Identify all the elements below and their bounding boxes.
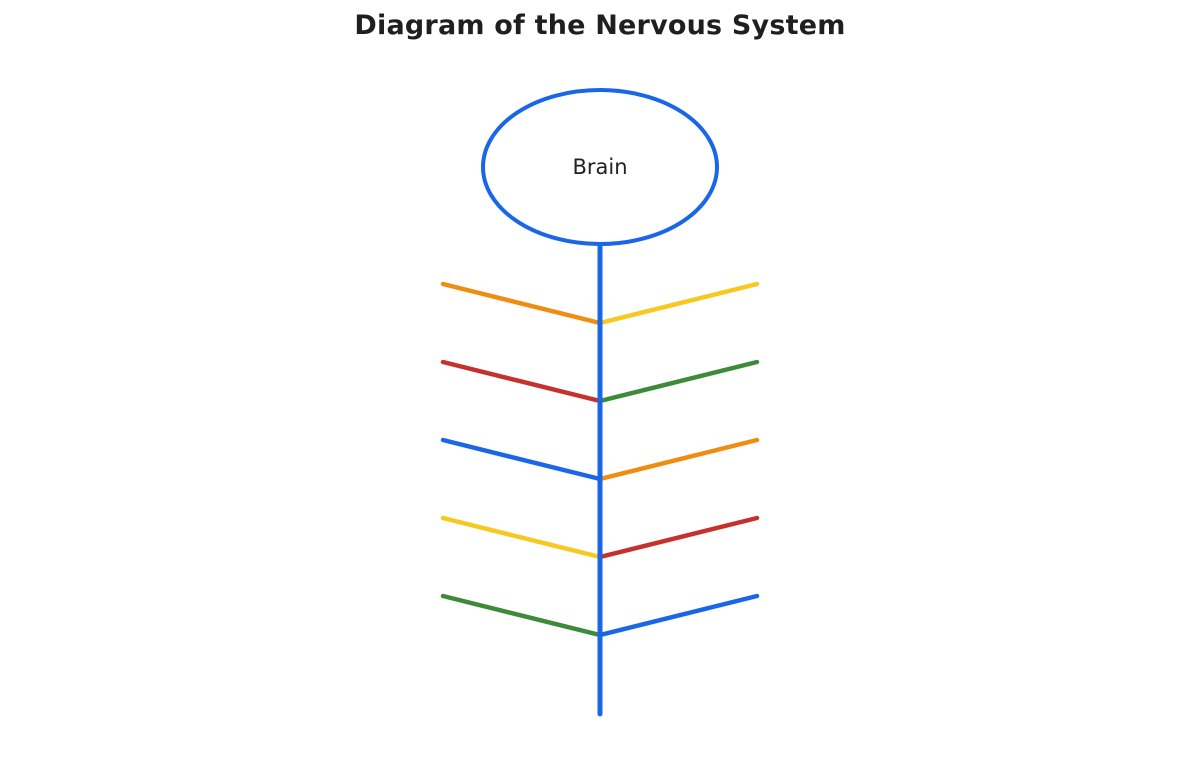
nerve-branch-left-4 bbox=[440, 515, 603, 560]
nerve-branch-right-3 bbox=[597, 437, 760, 482]
brain-ellipse bbox=[481, 88, 719, 246]
nerve-branch-right-4 bbox=[597, 515, 760, 560]
brain-label: Brain bbox=[572, 155, 627, 179]
diagram-title: Diagram of the Nervous System bbox=[354, 10, 846, 41]
nerves-group bbox=[440, 281, 760, 638]
nerve-branch-right-5 bbox=[597, 593, 760, 638]
nerve-branch-left-2 bbox=[440, 359, 603, 404]
nerve-branch-left-1 bbox=[440, 281, 603, 326]
nerve-branch-right-1 bbox=[597, 281, 760, 326]
nerve-branch-left-3 bbox=[440, 437, 603, 482]
nerve-branch-right-2 bbox=[597, 359, 760, 404]
nerve-branch-left-5 bbox=[440, 593, 603, 638]
